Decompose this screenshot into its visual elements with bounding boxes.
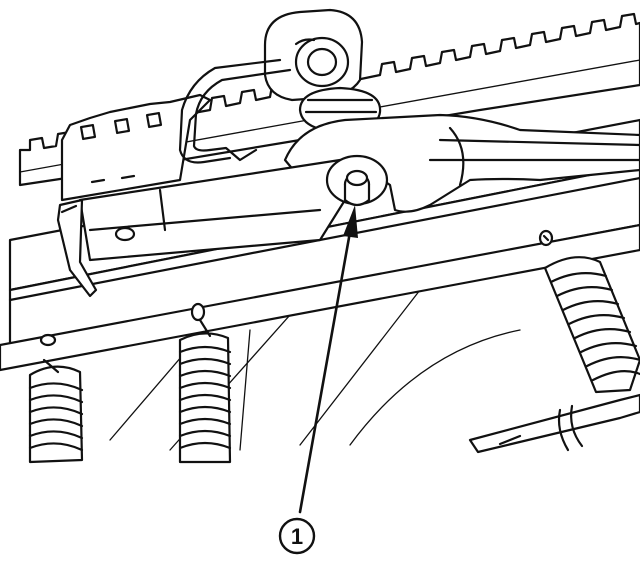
- callout-leader: [298, 205, 358, 514]
- callout-1-label: 1: [291, 524, 303, 549]
- bracket-plate: [60, 93, 212, 202]
- pivot-pin: [325, 154, 389, 207]
- coil-spring-left: [28, 358, 84, 464]
- wire-clip: [178, 58, 292, 164]
- coil-spring-center: [178, 318, 232, 464]
- rail-holes: [39, 229, 554, 347]
- coil-spring-right: [543, 256, 640, 394]
- upper-pivot-assembly: [263, 8, 382, 134]
- lower-right-hook: [468, 393, 640, 454]
- callout-1: 1: [278, 517, 316, 555]
- channel-bar: [56, 158, 347, 298]
